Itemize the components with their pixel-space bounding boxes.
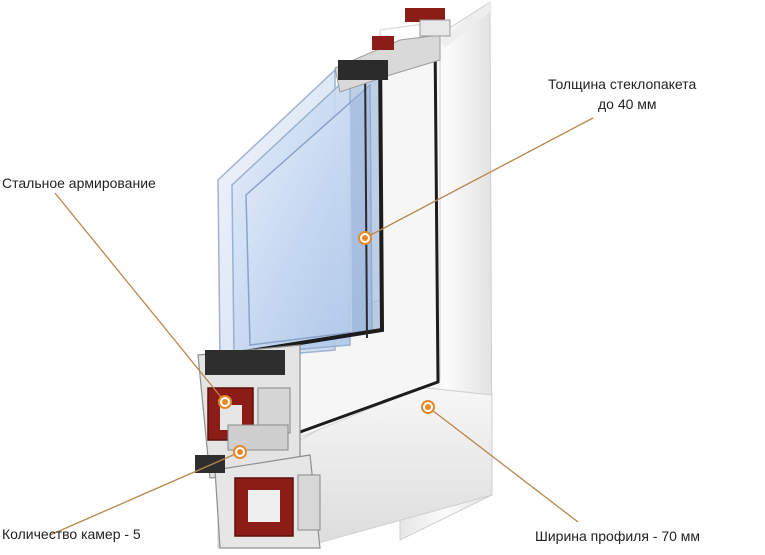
leader-steel-reinforcement — [54, 192, 226, 403]
leader-chambers-count — [49, 451, 241, 536]
leader-glass-thickness — [364, 117, 594, 239]
label-glass-thickness-line1: Толщина стеклопакета — [548, 76, 697, 92]
label-steel-reinforcement: Стальное армирование — [2, 175, 156, 191]
glass-unit — [217, 60, 382, 361]
label-profile-width: Ширина профиля - 70 мм — [535, 528, 701, 544]
leader-lines — [49, 117, 594, 536]
leader-profile-width — [427, 406, 579, 523]
marker-steel-reinforcement — [218, 395, 232, 409]
marker-glass-thickness — [358, 231, 372, 245]
markers — [218, 231, 435, 459]
label-glass-thickness-line2: до 40 мм — [598, 96, 657, 112]
label-chambers-count: Количество камер - 5 — [2, 526, 141, 542]
bottom-profile-section — [195, 344, 321, 549]
marker-chambers-count — [233, 445, 247, 459]
top-profile-section — [334, 8, 451, 93]
marker-profile-width — [421, 400, 435, 414]
